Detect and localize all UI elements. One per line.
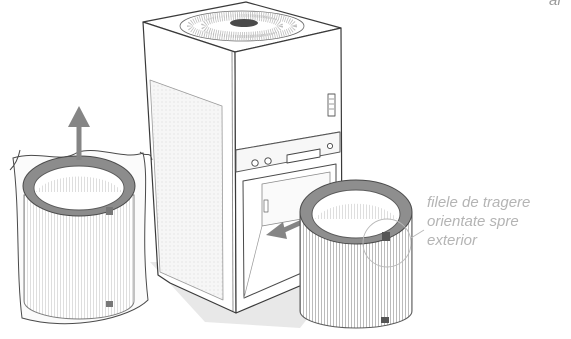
corner-text: ar — [549, 0, 562, 9]
side-mesh — [150, 80, 223, 300]
callout-line-1: filele de tragere — [427, 193, 569, 212]
callout-line-2: orientate spre — [427, 212, 569, 231]
callout-text: filele de tragere orientate spre exterio… — [427, 193, 569, 250]
pull-tab — [382, 232, 390, 241]
light-button — [327, 143, 332, 148]
pull-tab — [106, 207, 113, 215]
pull-tab — [106, 301, 113, 307]
power-button — [252, 160, 258, 166]
old-filter-in-bag — [10, 150, 152, 324]
sensor-vent — [328, 94, 335, 116]
callout-line-3: exterior — [427, 231, 569, 250]
pull-tab — [381, 317, 389, 323]
top-grille — [180, 11, 304, 41]
mode-button — [265, 158, 271, 164]
new-filter — [300, 180, 412, 328]
